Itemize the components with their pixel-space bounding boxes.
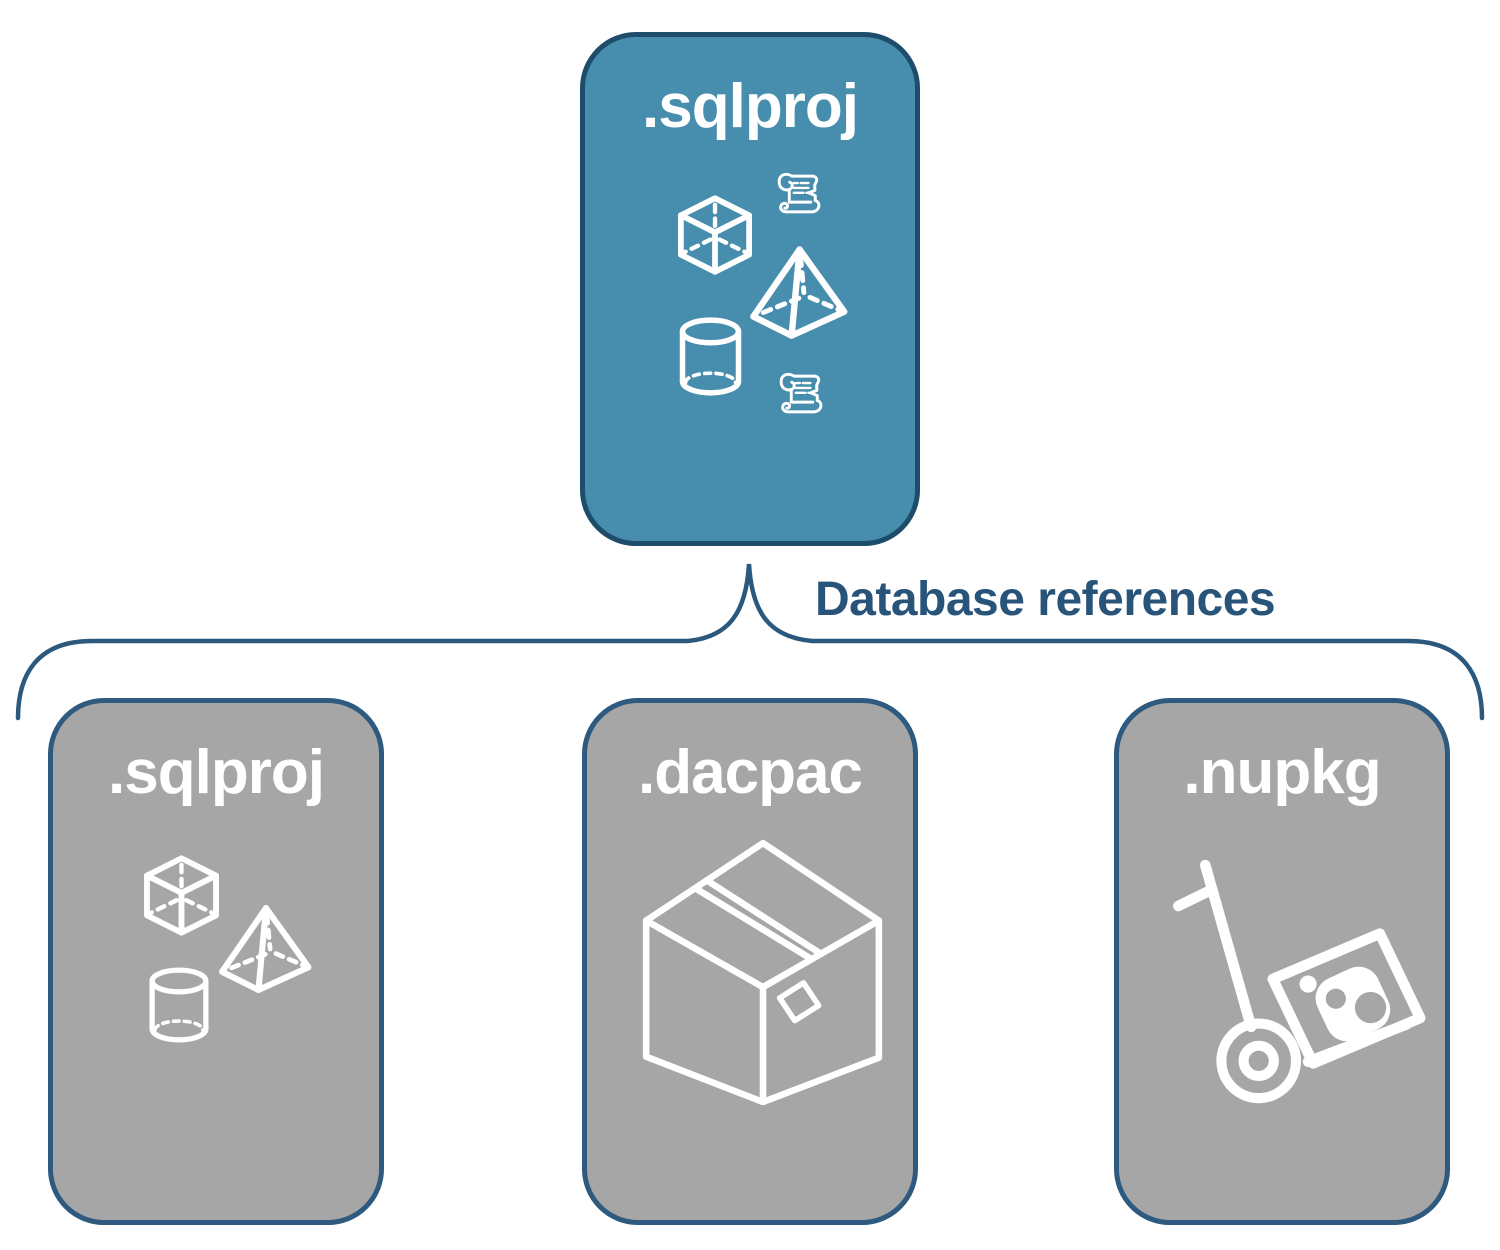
pyramid-icon [219, 905, 312, 993]
card-title: .sqlproj [642, 72, 859, 141]
hand-truck-package-icon [1173, 859, 1426, 1104]
card-title: .dacpac [638, 738, 863, 807]
cylinder-icon [679, 317, 742, 396]
scroll-icon [777, 172, 821, 214]
card-nupkg: .nupkg [1114, 698, 1450, 1225]
package-box-icon [642, 839, 883, 1105]
connector-label: Database references [815, 573, 1276, 626]
card-title: .nupkg [1183, 738, 1381, 807]
cube-icon [677, 195, 753, 275]
card-sqlproj-root: .sqlproj [580, 32, 920, 546]
cube-icon [144, 855, 219, 936]
pyramid-icon [750, 246, 848, 339]
card-title: .sqlproj [108, 738, 325, 807]
card-dacpac: .dacpac [582, 698, 918, 1225]
cylinder-icon [149, 967, 209, 1043]
scroll-icon [779, 372, 823, 414]
card-sqlproj-child: .sqlproj [48, 698, 384, 1225]
